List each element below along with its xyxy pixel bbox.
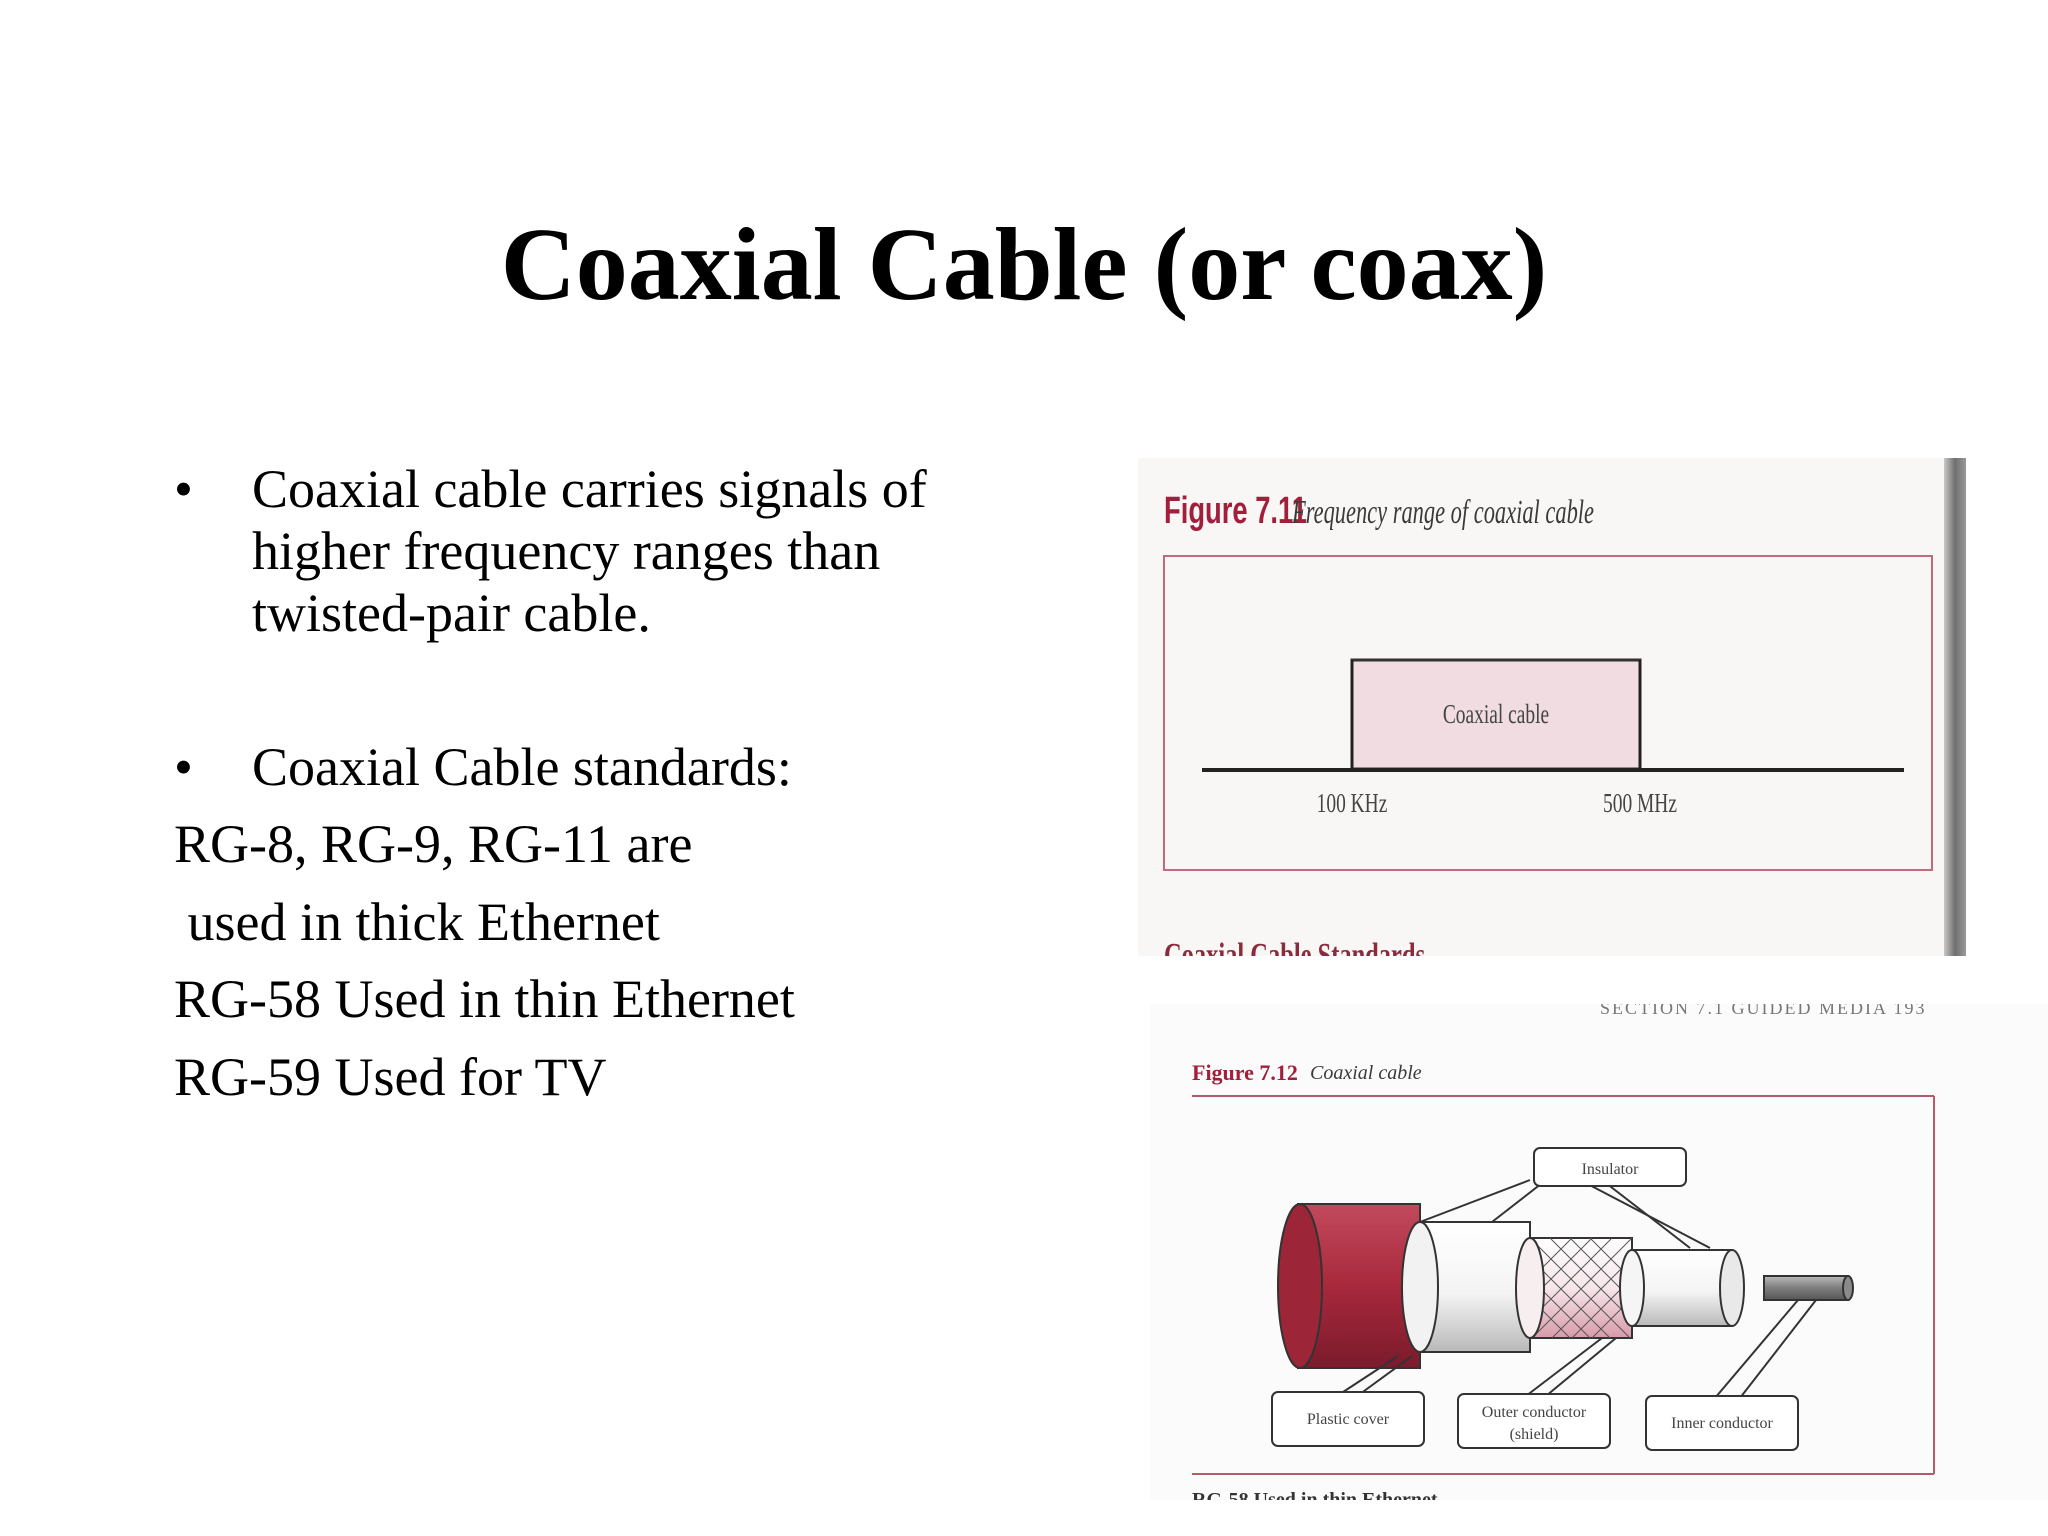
figure-caption: Coaxial cable — [1310, 1062, 1422, 1084]
inner-conductor-body — [1763, 1275, 1849, 1301]
bullet-text: Coaxial Cable standards: — [252, 736, 792, 798]
coax-cross-section: SECTION 7.1 GUIDED MEDIA 193 — [1192, 1004, 1935, 1500]
figure-number: Figure 7.12 — [1192, 1060, 1298, 1085]
cutoff-footer: RG-58 Used in thin Ethernet — [1192, 1489, 1438, 1500]
inner-conductor-label: Inner conductor — [1671, 1415, 1773, 1432]
inner-conductor-tip — [1842, 1275, 1854, 1301]
figure-coaxial-cable: Figure 7.12 Coaxial cable — [1150, 1004, 2048, 1500]
inner-insulator-face — [1719, 1249, 1745, 1327]
bullet-line: twisted-pair cable. — [252, 583, 651, 643]
bullet-line: higher frequency ranges than — [252, 521, 881, 581]
outer-insulator-body — [1419, 1221, 1531, 1353]
bullet-line: Coaxial cable carries signals of — [252, 459, 927, 519]
low-frequency-label: 100 KHz — [1317, 789, 1388, 819]
outer-insulator-end — [1401, 1221, 1439, 1353]
braided-shield-end — [1515, 1237, 1545, 1339]
figure-number: Figure 7.11 — [1164, 490, 1307, 532]
plastic-cover-label: Plastic cover — [1307, 1411, 1390, 1428]
scan-shadow-edge — [1944, 458, 1966, 956]
plastic-cover-label-box — [1271, 1391, 1425, 1447]
standards-line: RG-58 Used in thin Ethernet — [174, 969, 795, 1029]
frequency-diagram: Coaxial cable 100 KHz 500 MHz Coaxial Ca… — [1163, 555, 1933, 956]
standards-line: RG-8, RG-9, RG-11 are — [174, 814, 693, 874]
bullet-line: Coaxial Cable standards: — [252, 737, 792, 797]
outer-conductor-sublabel: (shield) — [1510, 1426, 1559, 1443]
plastic-cover-end — [1277, 1203, 1323, 1369]
insulator-label-box — [1533, 1147, 1687, 1187]
inner-insulator-body — [1631, 1249, 1733, 1327]
figure-frequency-range: Figure 7.11 Frequency range of coaxial c… — [1138, 458, 1964, 956]
band-label: Coaxial cable — [1443, 700, 1549, 730]
high-frequency-label: 500 MHz — [1603, 789, 1677, 819]
figure-caption: Frequency range of coaxial cable — [1292, 494, 1595, 531]
inner-insulator-end — [1619, 1249, 1645, 1327]
cutoff-heading: Coaxial Cable Standards — [1164, 937, 1425, 956]
bullet-text: Coaxial cable carries signals of higher … — [252, 458, 927, 644]
standards-line: RG-59 Used for TV — [174, 1047, 607, 1107]
outer-conductor-label: Outer conductor — [1482, 1404, 1587, 1421]
callout-leaders — [1339, 1179, 1817, 1399]
cutoff-page-header: SECTION 7.1 GUIDED MEDIA 193 — [1600, 1004, 1926, 1018]
figure-frame — [1163, 555, 1933, 871]
standards-line: used in thick Ethernet — [174, 892, 660, 952]
bullet-marker: • — [174, 737, 193, 797]
insulator-label: Insulator — [1582, 1161, 1640, 1178]
coaxial-band — [1350, 658, 1642, 771]
slide-title: Coaxial Cable (or coax) — [500, 207, 1548, 322]
inner-conductor-label-box — [1645, 1395, 1799, 1451]
bullet-marker: • — [174, 459, 193, 519]
outer-conductor-label-box — [1457, 1393, 1611, 1449]
